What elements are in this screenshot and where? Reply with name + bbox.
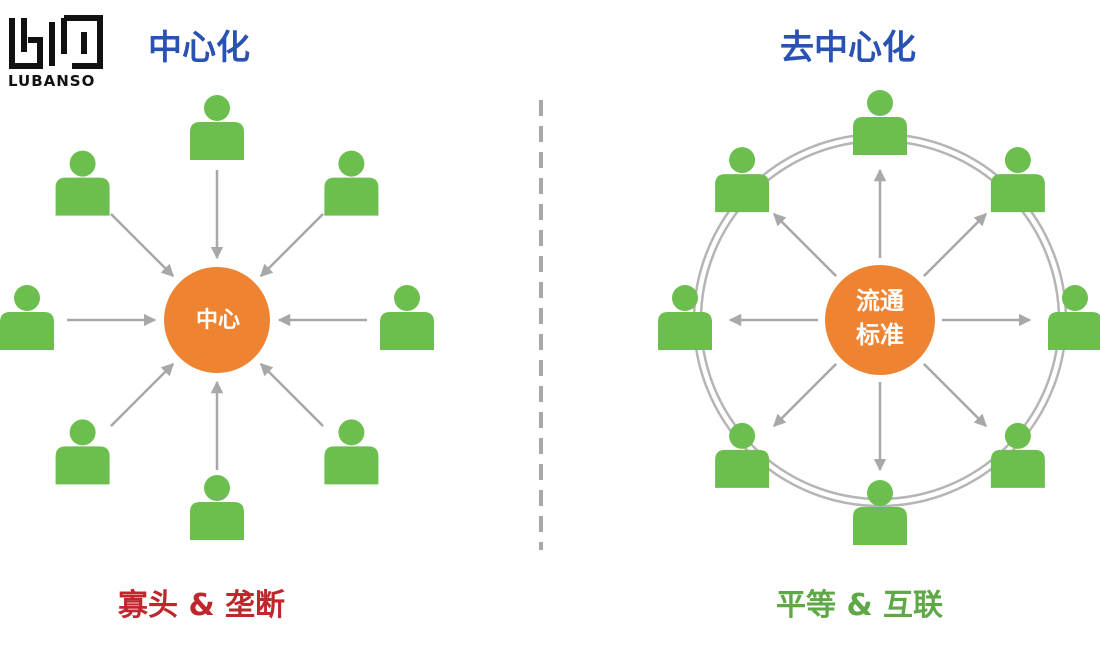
person-icon [990, 147, 1045, 213]
arrow-to-center [110, 213, 175, 278]
logo: LUBANSO [8, 14, 116, 90]
arrow-from-center [922, 362, 987, 427]
lubanso-logo-icon [9, 15, 103, 69]
decentralized-diagram [658, 90, 1100, 545]
arrow-from-center [773, 213, 838, 278]
title-centralized: 中心化 [148, 28, 250, 68]
hub-circle [825, 265, 935, 375]
person-icon [324, 150, 379, 216]
person-icon [853, 480, 907, 545]
arrow-from-center [922, 213, 987, 278]
hub-standard-label: 流通 标准 [822, 284, 938, 352]
logo-text: LUBANSO [8, 72, 96, 90]
person-icon [715, 422, 770, 488]
person-icon [324, 419, 379, 485]
centralized-diagram [0, 95, 434, 540]
person-icon [55, 150, 110, 216]
caption-equality-interconnection: 平等 & 互联 [776, 588, 944, 623]
hub-label-line2: 标准 [856, 321, 904, 349]
person-icon [380, 285, 434, 350]
hub-center-label: 中心 [195, 308, 240, 333]
person-icon [990, 422, 1045, 488]
person-icon [715, 147, 770, 213]
person-icon [190, 95, 244, 160]
arrow-to-center [259, 213, 324, 278]
hub-circle [164, 267, 270, 373]
arrow-to-center [259, 362, 324, 427]
caption-oligopoly-monopoly: 寡头 & 垄断 [118, 588, 286, 623]
arrow-to-center [110, 362, 175, 427]
person-icon [1048, 285, 1100, 350]
person-icon [55, 419, 110, 485]
person-icon [853, 90, 907, 155]
arrow-from-center [773, 362, 838, 427]
person-icon [190, 475, 244, 540]
person-icon [0, 285, 54, 350]
title-decentralized: 去中心化 [780, 28, 916, 68]
hub-label-line1: 流通 [856, 287, 904, 315]
